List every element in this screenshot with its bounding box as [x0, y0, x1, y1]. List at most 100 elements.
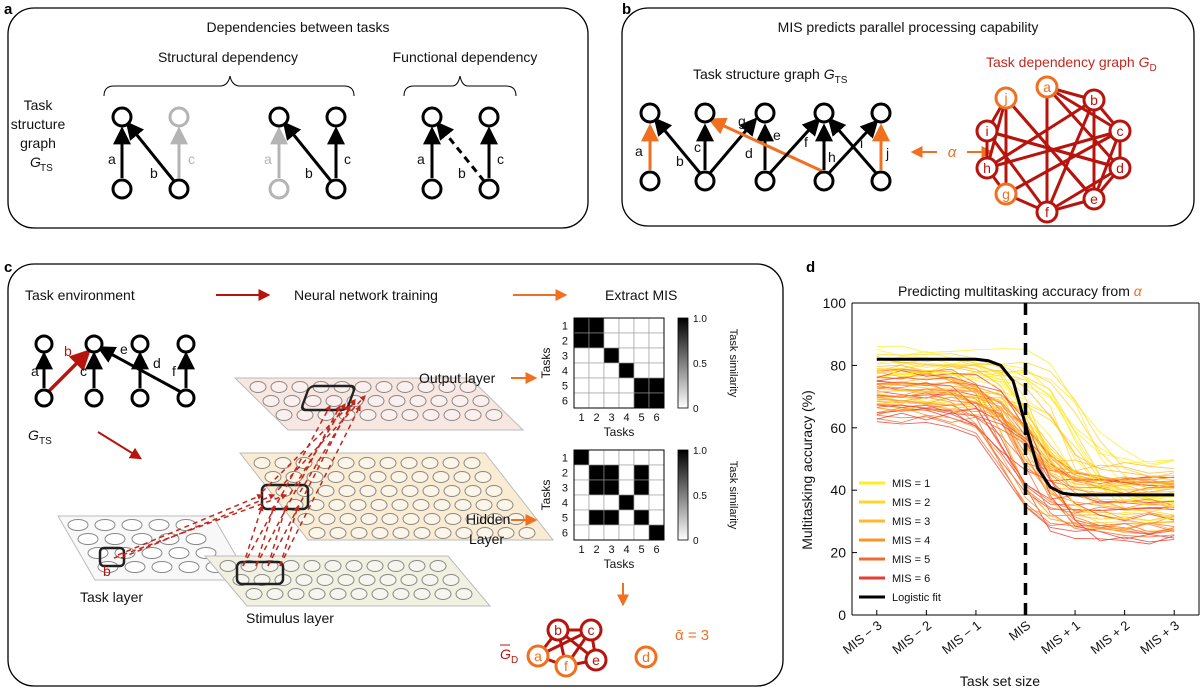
y-tick-label: 60 — [830, 420, 846, 436]
hidden-unit — [475, 499, 493, 511]
dashed-connection — [279, 504, 300, 567]
hidden-unit — [328, 499, 346, 511]
edge-label-e: e — [773, 127, 781, 143]
output-unit — [367, 395, 385, 407]
node — [421, 178, 443, 200]
hidden-unit — [379, 457, 397, 469]
task-dependency-graph-label: Task dependency graph GD — [986, 54, 1157, 74]
dep-node-c — [1108, 119, 1132, 143]
row-tick-label: 1 — [562, 321, 568, 333]
hidden-unit — [485, 485, 503, 497]
matrix-cell — [633, 392, 650, 409]
matrix-x-label: Tasks — [604, 425, 635, 439]
matrix-cell — [573, 524, 590, 541]
matrix-cell — [633, 362, 650, 379]
dashed-connection — [255, 404, 341, 567]
output-unit — [401, 409, 419, 421]
hidden-unit — [497, 527, 515, 539]
hidden-unit — [474, 471, 492, 483]
edge-label-b: b — [676, 153, 684, 169]
dep-node-label-a: a — [1043, 79, 1051, 95]
matrix-cell — [603, 362, 620, 379]
node — [639, 170, 661, 192]
matrix-cell — [633, 449, 650, 466]
output-unit — [485, 409, 503, 421]
matrix-cell — [633, 494, 650, 511]
matrix-cell — [603, 317, 620, 334]
colorbar-tick: 1.0 — [693, 446, 707, 457]
node — [478, 178, 500, 200]
hidden-unit — [358, 457, 376, 469]
dep-node-label-g: g — [1002, 186, 1010, 202]
matrix-cell — [648, 377, 665, 394]
matrix-cell — [588, 332, 605, 349]
stimulus-unit — [324, 560, 342, 572]
dep-node-h — [975, 156, 999, 180]
task-structure-graph-b: a b c d e f g h i j — [635, 102, 892, 192]
edge-label-f: f — [804, 134, 808, 150]
matrix-cell — [633, 317, 650, 334]
chart-title: Predicting multitasking accuracy from α — [898, 283, 1143, 299]
dep-node-f — [554, 654, 578, 678]
dep-node-label-d: d — [1116, 160, 1124, 176]
row-tick-label: 6 — [562, 396, 568, 408]
matrix-cell — [648, 509, 665, 526]
hidden-unit — [454, 499, 472, 511]
hidden-unit — [464, 485, 482, 497]
col-tick-label: 2 — [593, 544, 599, 556]
matrix-cell — [573, 449, 590, 466]
matrix-cell — [588, 524, 605, 541]
hidden-unit — [370, 499, 388, 511]
row-tick-label: 2 — [562, 468, 568, 480]
matrix-cell — [603, 479, 620, 496]
x-tick-label: MIS + 3 — [1137, 618, 1182, 658]
node — [813, 102, 835, 124]
legend-label: Logistic fit — [892, 592, 941, 604]
hidden-unit — [453, 471, 471, 483]
hidden-unit — [329, 527, 347, 539]
panel-c: c Task environment Neural network traini… — [4, 259, 784, 687]
hidden-unit — [413, 527, 431, 539]
hidden-unit — [432, 471, 450, 483]
output-unit — [375, 381, 393, 393]
hidden-unit — [443, 485, 461, 497]
edge-label-g: g — [738, 113, 746, 129]
hidden-layer-label-1: Hidden — [466, 511, 510, 527]
structural-graph-2: a b c — [264, 106, 351, 200]
output-unit — [472, 395, 490, 407]
matrix-cell — [573, 377, 590, 394]
stimulus-unit — [295, 574, 313, 586]
dep-node-d — [1108, 156, 1132, 180]
stimulus-layer-label: Stimulus layer — [246, 610, 334, 626]
matrix-cell — [588, 509, 605, 526]
stimulus-unit — [358, 574, 376, 586]
task-unit — [141, 547, 163, 559]
dashed-connection — [242, 404, 331, 567]
node — [176, 388, 196, 408]
row-tick-label: 2 — [562, 336, 568, 348]
stimulus-unit — [392, 588, 410, 600]
stimulus-unit — [455, 588, 473, 600]
node — [639, 102, 661, 124]
y-tick-label: 40 — [830, 482, 846, 498]
output-unit — [283, 395, 301, 407]
matrix-cell — [648, 494, 665, 511]
matrix-cell — [573, 392, 590, 409]
task-b-label: b — [103, 563, 111, 579]
task-unit — [87, 547, 109, 559]
run-line — [876, 370, 1175, 522]
row-tick-label: 3 — [562, 483, 568, 495]
task-unit — [175, 519, 197, 531]
output-unit — [380, 409, 398, 421]
matrix-cell — [633, 464, 650, 481]
dep-node-f — [1035, 200, 1059, 224]
task-unit — [178, 561, 200, 573]
alpha-bar-result: ᾱ = 3 — [675, 627, 709, 644]
hidden-unit — [338, 485, 356, 497]
dep-node-label-i: i — [985, 123, 988, 139]
stimulus-unit — [287, 588, 305, 600]
hidden-unit — [444, 513, 462, 525]
row-tick-label: 4 — [562, 366, 568, 378]
